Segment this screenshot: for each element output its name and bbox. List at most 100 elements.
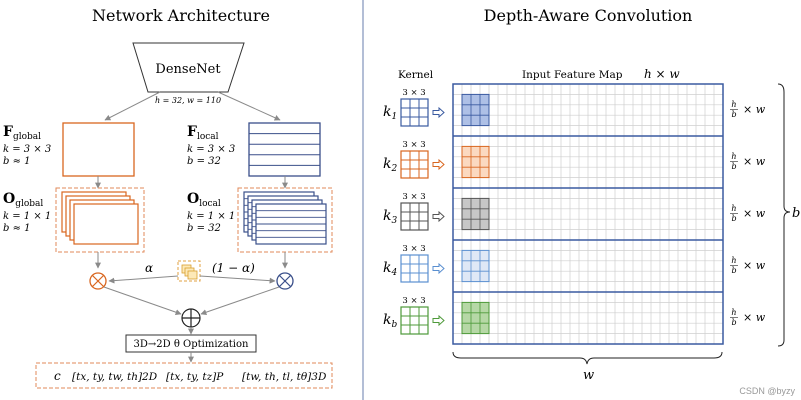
- w-label: w: [583, 368, 594, 383]
- kernel-row: k2 3 × 3 hb × w: [383, 140, 766, 179]
- b-label: b: [792, 206, 800, 221]
- kernel-region: [461, 197, 490, 231]
- f-local-label: Flocal: [187, 124, 219, 142]
- output-c: c: [54, 369, 61, 383]
- watermark: CSDN @byzy: [739, 386, 795, 396]
- kernel-size-label: 3 × 3: [402, 192, 425, 202]
- arrow-densenet-to-fglobal: [104, 91, 161, 121]
- svg-text:b: b: [731, 214, 736, 223]
- arrow-alpha-to-global: [108, 275, 179, 284]
- b-brace: [777, 83, 791, 347]
- f-local-block: Flocal k = 3 × 3 b = 32: [187, 122, 321, 177]
- one-minus-alpha-label: (1 − α): [212, 261, 255, 275]
- kernel-apply-arrow-icon: [432, 158, 445, 171]
- svg-text:h: h: [731, 152, 736, 161]
- svg-text:b: b: [731, 266, 736, 275]
- svg-text:× w: × w: [743, 207, 766, 220]
- o-local-label: Olocal: [187, 191, 221, 209]
- feature-map-dims: h × w: [644, 67, 680, 81]
- kernel-grid-icon: [400, 150, 429, 179]
- f-local-k: k = 3 × 3: [187, 144, 235, 155]
- f-global-k: k = 3 × 3: [3, 144, 51, 155]
- kernel-size-label: 3 × 3: [402, 244, 425, 254]
- svg-text:h: h: [731, 308, 736, 317]
- multiply-global-icon: [89, 272, 107, 290]
- kernel-size-label: 3 × 3: [402, 296, 425, 306]
- kernel-grid-icon: [400, 254, 429, 283]
- feature-map-header: Input Feature Map: [522, 69, 623, 81]
- row-size-label: hb × w: [730, 100, 766, 119]
- o-global-label: Oglobal: [3, 191, 43, 209]
- multiply-local-icon: [276, 272, 294, 290]
- left-panel-title: Network Architecture: [92, 6, 270, 25]
- kernel-region: [461, 145, 490, 179]
- row-size-label: hb × w: [730, 204, 766, 223]
- feature-map: [452, 83, 724, 345]
- o-global-k: k = 1 × 1: [3, 211, 51, 222]
- arrow-mult-global-to-sum: [103, 286, 182, 316]
- svg-text:× w: × w: [743, 259, 766, 272]
- f-global-b: b ≈ 1: [3, 156, 31, 167]
- output-box2d: [tx, ty, tw, th]2D: [72, 371, 158, 383]
- row-size-label: hb × w: [730, 152, 766, 171]
- svg-text:h: h: [731, 256, 736, 265]
- o-local-b: b = 32: [187, 223, 221, 234]
- row-size-label: hb × w: [730, 308, 766, 327]
- kernel-region: [461, 249, 490, 283]
- svg-text:b: b: [731, 318, 736, 327]
- svg-text:b: b: [731, 110, 736, 119]
- output-block: c [tx, ty, tw, th]2D [tx, ty, tz]P [tw, …: [35, 362, 333, 389]
- kernel-apply-arrow-icon: [432, 106, 445, 119]
- svg-text:× w: × w: [743, 311, 766, 324]
- o-local-block: Olocal k = 1 × 1 b = 32: [187, 187, 333, 253]
- kernel-label: k4: [383, 260, 397, 278]
- o-global-block: Oglobal k = 1 × 1 b ≈ 1: [3, 187, 145, 253]
- densenet-label: DenseNet: [155, 62, 221, 77]
- kernel-grid-icon: [400, 202, 429, 231]
- alpha-label: α: [145, 261, 153, 275]
- output-box3d: [tw, th, tl, tθ]3D: [242, 371, 327, 383]
- kernel-label: kb: [383, 312, 397, 330]
- o-local-sheet: [255, 203, 327, 245]
- kernel-row: k1 3 × 3 hb × w: [383, 88, 766, 127]
- kernel-apply-arrow-icon: [432, 262, 445, 275]
- optimization-label: 3D→2D θ Optimization: [134, 339, 249, 350]
- output-proj: [tx, ty, tz]P: [166, 371, 224, 383]
- arrow-densenet-to-flocal: [217, 91, 281, 121]
- kernel-row: k4 3 × 3 hb × w: [383, 244, 766, 283]
- o-local-k: k = 1 × 1: [187, 211, 235, 222]
- kernel-label: k3: [383, 208, 397, 226]
- f-global-label: Fglobal: [3, 124, 41, 142]
- optimization-block: 3D→2D θ Optimization: [125, 334, 257, 353]
- alpha-weight-icon: [177, 260, 201, 282]
- row-size-label: hb × w: [730, 256, 766, 275]
- svg-text:h: h: [731, 100, 736, 109]
- kernel-label: k2: [383, 156, 397, 174]
- f-local-b: b = 32: [187, 156, 221, 167]
- sum-icon: [181, 308, 201, 328]
- svg-text:h: h: [731, 204, 736, 213]
- w-brace: [452, 351, 723, 365]
- f-global-block: Fglobal k = 3 × 3 b ≈ 1: [3, 122, 135, 177]
- kernel-apply-arrow-icon: [432, 314, 445, 327]
- right-panel-title: Depth-Aware Convolution: [484, 6, 693, 25]
- kernel-grid-icon: [400, 306, 429, 335]
- densenet-params: h = 32, w = 110: [155, 96, 221, 105]
- o-global-b: b ≈ 1: [3, 223, 31, 234]
- kernel-row: k3 3 × 3 hb × w: [383, 192, 766, 231]
- kernel-apply-arrow-icon: [432, 210, 445, 223]
- kernel-size-label: 3 × 3: [402, 140, 425, 150]
- kernel-region: [461, 93, 490, 127]
- kernel-size-label: 3 × 3: [402, 88, 425, 98]
- kernel-grid-icon: [400, 98, 429, 127]
- svg-text:b: b: [731, 162, 736, 171]
- kernel-row: kb 3 × 3 hb × w: [383, 296, 766, 335]
- kernel-label: k1: [383, 104, 397, 122]
- kernel-region: [461, 301, 490, 335]
- svg-text:× w: × w: [743, 103, 766, 116]
- kernel-header: Kernel: [398, 69, 434, 81]
- arrow-mult-local-to-sum: [200, 286, 280, 316]
- svg-text:× w: × w: [743, 155, 766, 168]
